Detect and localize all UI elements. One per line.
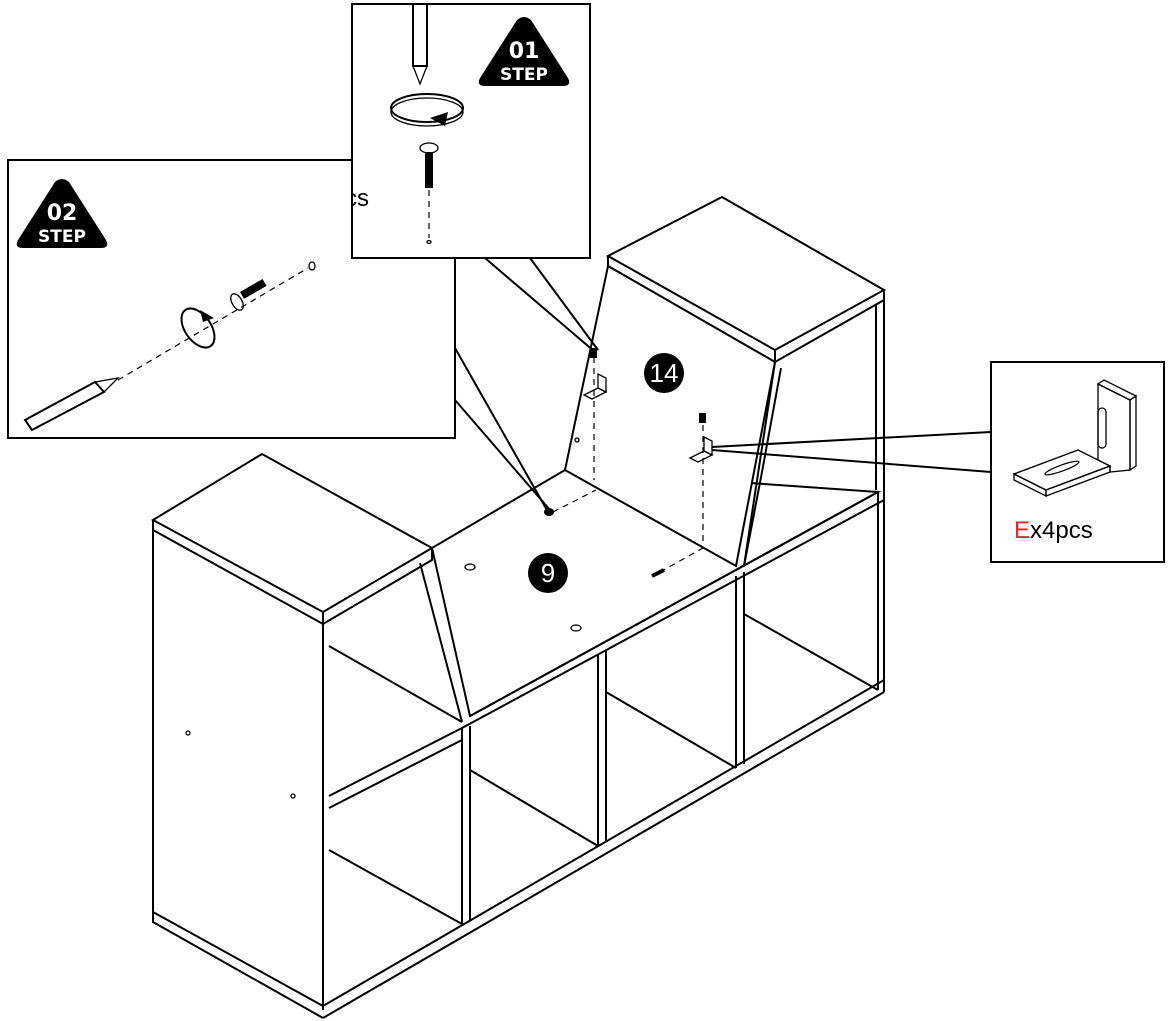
screw-d-seat-right [651, 568, 665, 578]
bracket-e-right [688, 435, 714, 463]
screw-d-top [590, 348, 597, 358]
callout-leaders [454, 257, 992, 513]
step2-number: 02 [47, 201, 78, 226]
back-panel-14 [563, 264, 777, 568]
panel-badge-14: 14 [644, 353, 684, 393]
screw-d-right [699, 413, 706, 423]
step1-number: 01 [509, 39, 540, 64]
part-e-callout: Ex4pcs [990, 361, 1165, 563]
panel-number-14: 14 [650, 358, 679, 388]
part-e-quantity: Ex4pcs [1014, 517, 1093, 544]
panel-badge-9: 9 [528, 553, 568, 593]
step2-callout: 02 STEP [7, 159, 456, 439]
step1-word: STEP [500, 65, 548, 85]
left-tower-top [150, 452, 435, 614]
step2-badge: 02 STEP [16, 179, 108, 248]
bookcase-unit: 14 9 [150, 195, 887, 1019]
step2-word: STEP [38, 227, 86, 247]
step1-badge: 01 STEP [478, 17, 570, 86]
bracket-e-left [582, 372, 608, 400]
panel-number-9: 9 [541, 558, 555, 588]
